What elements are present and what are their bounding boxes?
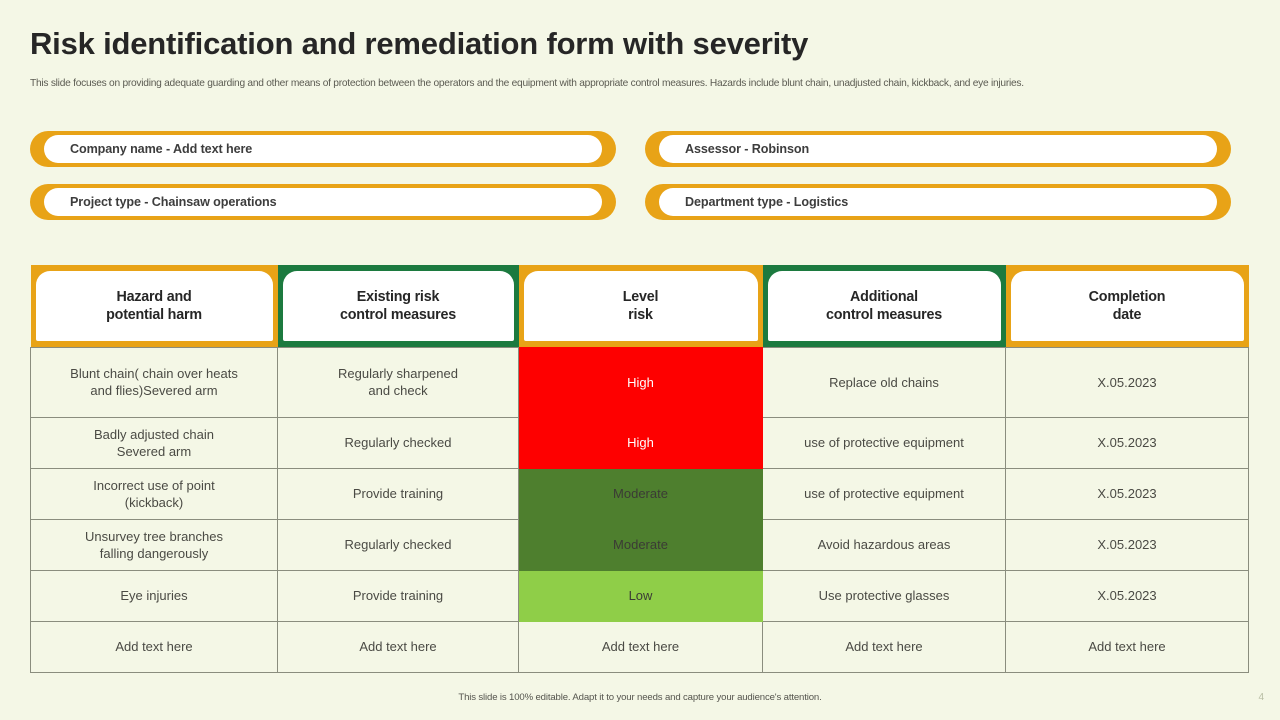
cell-existing-controls[interactable]: Add text here <box>277 620 519 673</box>
cell-completion-date[interactable]: X.05.2023 <box>1005 346 1249 418</box>
info-pill-department-type-label: Department type - Logistics <box>685 195 849 209</box>
cell-additional-controls[interactable]: Use protective glasses <box>762 569 1006 622</box>
page-number: 4 <box>1258 692 1264 703</box>
cell-level-risk[interactable]: Moderate <box>518 518 763 571</box>
column-header-level-risk-label: Level risk <box>622 288 659 323</box>
column-header-additional-controls-cap: Additional control measures <box>767 271 1001 341</box>
footer-note: This slide is 100% editable. Adapt it to… <box>458 692 822 703</box>
risk-table-wrapper: Hazard and potential harm Existing risk … <box>30 265 1249 673</box>
cell-hazard[interactable]: Incorrect use of point (kickback) <box>30 467 278 520</box>
info-pill-row-1: Company name - Add text here Assessor - … <box>30 131 1248 167</box>
risk-table-body: Blunt chain( chain over heats and flies)… <box>30 346 1249 673</box>
column-header-hazard-label: Hazard and potential harm <box>106 288 202 323</box>
cell-existing-controls[interactable]: Regularly checked <box>277 518 519 571</box>
column-header-additional-controls-label: Additional control measures <box>826 288 942 323</box>
cell-completion-date[interactable]: X.05.2023 <box>1005 467 1249 520</box>
info-pill-assessor-body: Assessor - Robinson <box>659 135 1217 163</box>
table-row[interactable]: Incorrect use of point (kickback) Provid… <box>30 467 1249 520</box>
column-header-existing-controls: Existing risk control measures <box>277 265 519 347</box>
cell-level-risk[interactable]: Add text here <box>518 620 763 673</box>
cell-level-risk[interactable]: Moderate <box>518 467 763 520</box>
column-header-level-risk: Level risk <box>518 265 763 347</box>
column-header-existing-controls-cap: Existing risk control measures <box>282 271 514 341</box>
info-pill-company-name[interactable]: Company name - Add text here <box>30 131 616 167</box>
risk-table-head: Hazard and potential harm Existing risk … <box>30 265 1249 347</box>
cell-additional-controls[interactable]: Add text here <box>762 620 1006 673</box>
cell-completion-date[interactable]: X.05.2023 <box>1005 416 1249 469</box>
cell-hazard[interactable]: Eye injuries <box>30 569 278 622</box>
cell-hazard[interactable]: Unsurvey tree branches falling dangerous… <box>30 518 278 571</box>
info-pill-assessor-label: Assessor - Robinson <box>685 142 810 156</box>
cell-completion-date[interactable]: X.05.2023 <box>1005 518 1249 571</box>
column-header-existing-controls-label: Existing risk control measures <box>340 288 456 323</box>
cell-existing-controls[interactable]: Provide training <box>277 467 519 520</box>
cell-hazard[interactable]: Blunt chain( chain over heats and flies)… <box>30 346 278 418</box>
risk-table: Hazard and potential harm Existing risk … <box>30 265 1249 673</box>
column-header-level-risk-cap: Level risk <box>523 271 758 341</box>
info-pill-assessor[interactable]: Assessor - Robinson <box>645 131 1231 167</box>
cell-additional-controls[interactable]: Avoid hazardous areas <box>762 518 1006 571</box>
cell-level-risk[interactable]: High <box>518 346 763 418</box>
cell-additional-controls[interactable]: Replace old chains <box>762 346 1006 418</box>
table-row[interactable]: Badly adjusted chain Severed arm Regular… <box>30 416 1249 469</box>
table-row[interactable]: Eye injuries Provide training Low Use pr… <box>30 569 1249 622</box>
cell-additional-controls[interactable]: use of protective equipment <box>762 467 1006 520</box>
info-pill-company-name-label: Company name - Add text here <box>70 142 253 156</box>
cell-hazard[interactable]: Add text here <box>30 620 278 673</box>
info-pill-project-type[interactable]: Project type - Chainsaw operations <box>30 184 616 220</box>
table-row[interactable]: Blunt chain( chain over heats and flies)… <box>30 346 1249 418</box>
cell-hazard[interactable]: Badly adjusted chain Severed arm <box>30 416 278 469</box>
column-header-hazard-cap: Hazard and potential harm <box>35 271 273 341</box>
column-header-completion-date-cap: Completion date <box>1010 271 1244 341</box>
info-pill-project-type-label: Project type - Chainsaw operations <box>70 195 277 209</box>
info-pill-company-name-body: Company name - Add text here <box>44 135 602 163</box>
table-row[interactable]: Add text here Add text here Add text her… <box>30 620 1249 673</box>
column-header-additional-controls: Additional control measures <box>762 265 1006 347</box>
column-header-completion-date-label: Completion date <box>1088 288 1166 323</box>
cell-existing-controls[interactable]: Provide training <box>277 569 519 622</box>
info-pill-grid: Company name - Add text here Assessor - … <box>30 131 1248 237</box>
risk-table-header-row: Hazard and potential harm Existing risk … <box>30 265 1249 347</box>
page-title: Risk identification and remediation form… <box>30 26 809 61</box>
column-header-hazard: Hazard and potential harm <box>30 265 278 347</box>
cell-level-risk[interactable]: High <box>518 416 763 469</box>
page-subtitle: This slide focuses on providing adequate… <box>30 78 1024 89</box>
cell-level-risk[interactable]: Low <box>518 569 763 622</box>
cell-additional-controls[interactable]: use of protective equipment <box>762 416 1006 469</box>
cell-completion-date[interactable]: X.05.2023 <box>1005 569 1249 622</box>
cell-existing-controls[interactable]: Regularly sharpened and check <box>277 346 519 418</box>
cell-existing-controls[interactable]: Regularly checked <box>277 416 519 469</box>
table-row[interactable]: Unsurvey tree branches falling dangerous… <box>30 518 1249 571</box>
info-pill-project-type-body: Project type - Chainsaw operations <box>44 188 602 216</box>
info-pill-row-2: Project type - Chainsaw operations Depar… <box>30 184 1248 220</box>
info-pill-department-type[interactable]: Department type - Logistics <box>645 184 1231 220</box>
column-header-completion-date: Completion date <box>1005 265 1249 347</box>
cell-completion-date[interactable]: Add text here <box>1005 620 1249 673</box>
info-pill-department-type-body: Department type - Logistics <box>659 188 1217 216</box>
